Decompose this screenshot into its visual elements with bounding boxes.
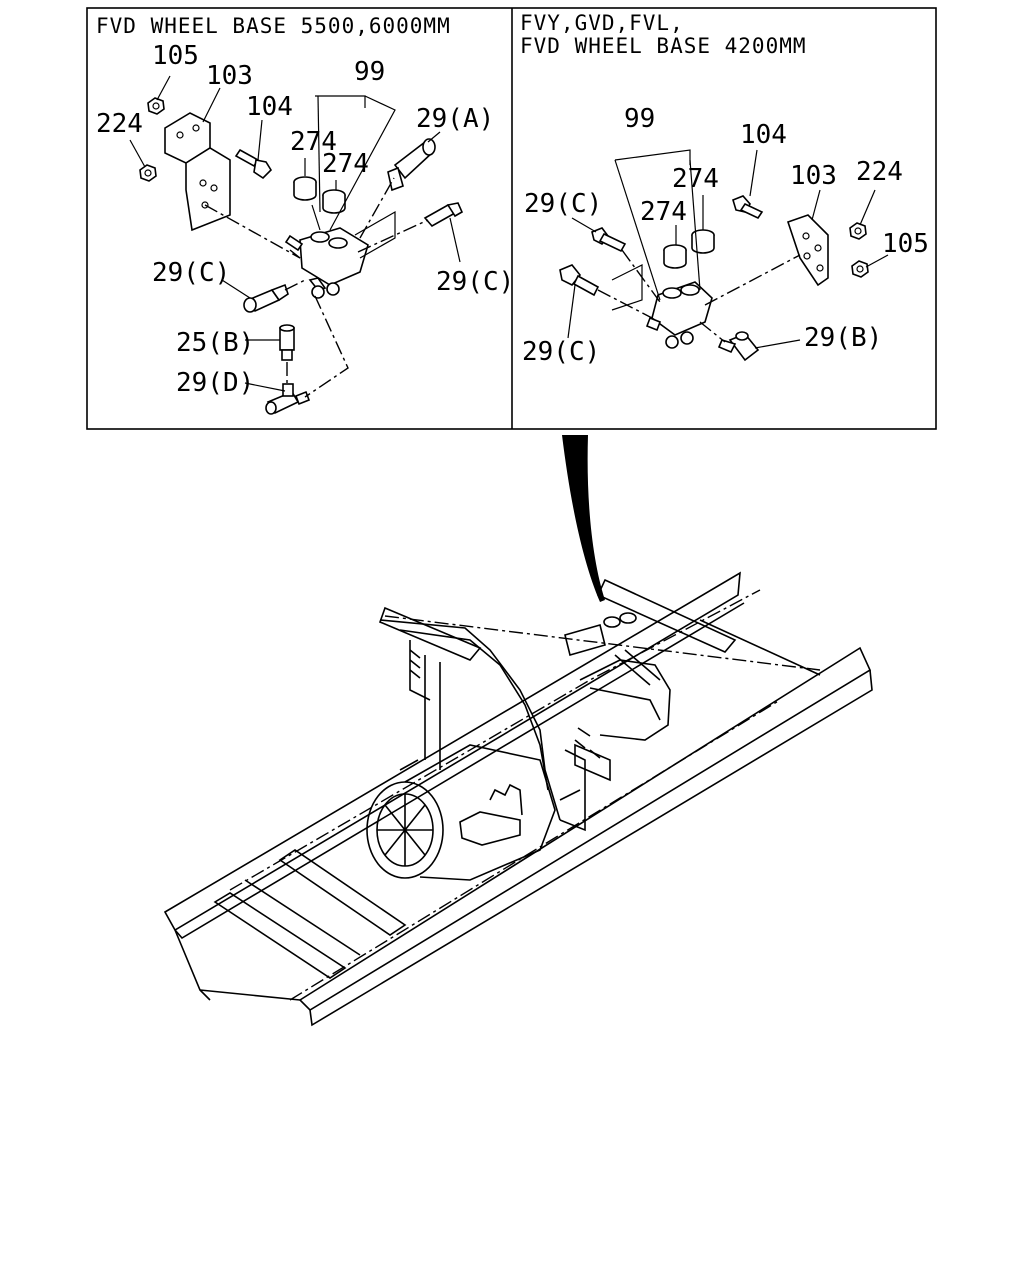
label-274: 274 — [672, 164, 719, 194]
label-29c: 29(C) — [522, 337, 600, 367]
bracket-icon — [164, 112, 231, 232]
cap-icon — [322, 189, 346, 214]
sensor-icon — [279, 324, 295, 361]
label-29d: 29(D) — [176, 368, 254, 398]
nut-icon — [139, 164, 157, 182]
truck-chassis-frame-illustration — [163, 571, 873, 1027]
elbow-fitting-icon — [717, 331, 760, 362]
elbow-fitting-icon — [387, 138, 436, 192]
label-105: 105 — [152, 41, 199, 71]
bolt-icon — [732, 195, 764, 220]
fitting-icon — [559, 264, 600, 297]
left-panel-parts — [129, 75, 464, 415]
cap-icon — [691, 229, 715, 254]
label-99: 99 — [354, 57, 385, 87]
air-valve-assembly-icon — [645, 281, 713, 349]
fitting-icon — [423, 202, 464, 228]
label-104: 104 — [246, 92, 293, 122]
label-103: 103 — [206, 61, 253, 91]
label-99: 99 — [624, 104, 655, 134]
label-274: 274 — [290, 127, 337, 157]
cap-icon — [293, 176, 317, 201]
bracket-icon — [786, 214, 829, 287]
label-103: 103 — [790, 161, 837, 191]
label-274: 274 — [640, 197, 687, 227]
location-pointer-icon — [562, 435, 605, 602]
label-29c: 29(C) — [524, 189, 602, 219]
label-29b: 29(B) — [804, 323, 882, 353]
left-panel-title: FVD WHEEL BASE 5500,6000MM — [96, 14, 451, 38]
label-29c: 29(C) — [436, 267, 514, 297]
fitting-icon — [591, 227, 627, 253]
label-104: 104 — [740, 120, 787, 150]
nut-icon — [849, 222, 867, 240]
label-29a: 29(A) — [416, 104, 494, 134]
air-valve-assembly-icon — [284, 227, 369, 299]
right-panel-title-line1: FVY,GVD,FVL, — [520, 11, 684, 35]
label-224: 224 — [856, 157, 903, 187]
fitting-icon — [243, 283, 289, 313]
label-224: 224 — [96, 109, 143, 139]
cap-icon — [663, 244, 687, 269]
right-panel-parts — [559, 149, 889, 362]
nut-icon — [851, 260, 869, 278]
label-25b: 25(B) — [176, 328, 254, 358]
label-105: 105 — [882, 229, 929, 259]
tee-fitting-icon — [265, 383, 311, 415]
label-274: 274 — [322, 149, 369, 179]
nut-icon — [147, 97, 165, 115]
bolt-icon — [234, 148, 273, 180]
right-panel-title-line2: FVD WHEEL BASE 4200MM — [520, 34, 807, 58]
label-29c: 29(C) — [152, 258, 230, 288]
